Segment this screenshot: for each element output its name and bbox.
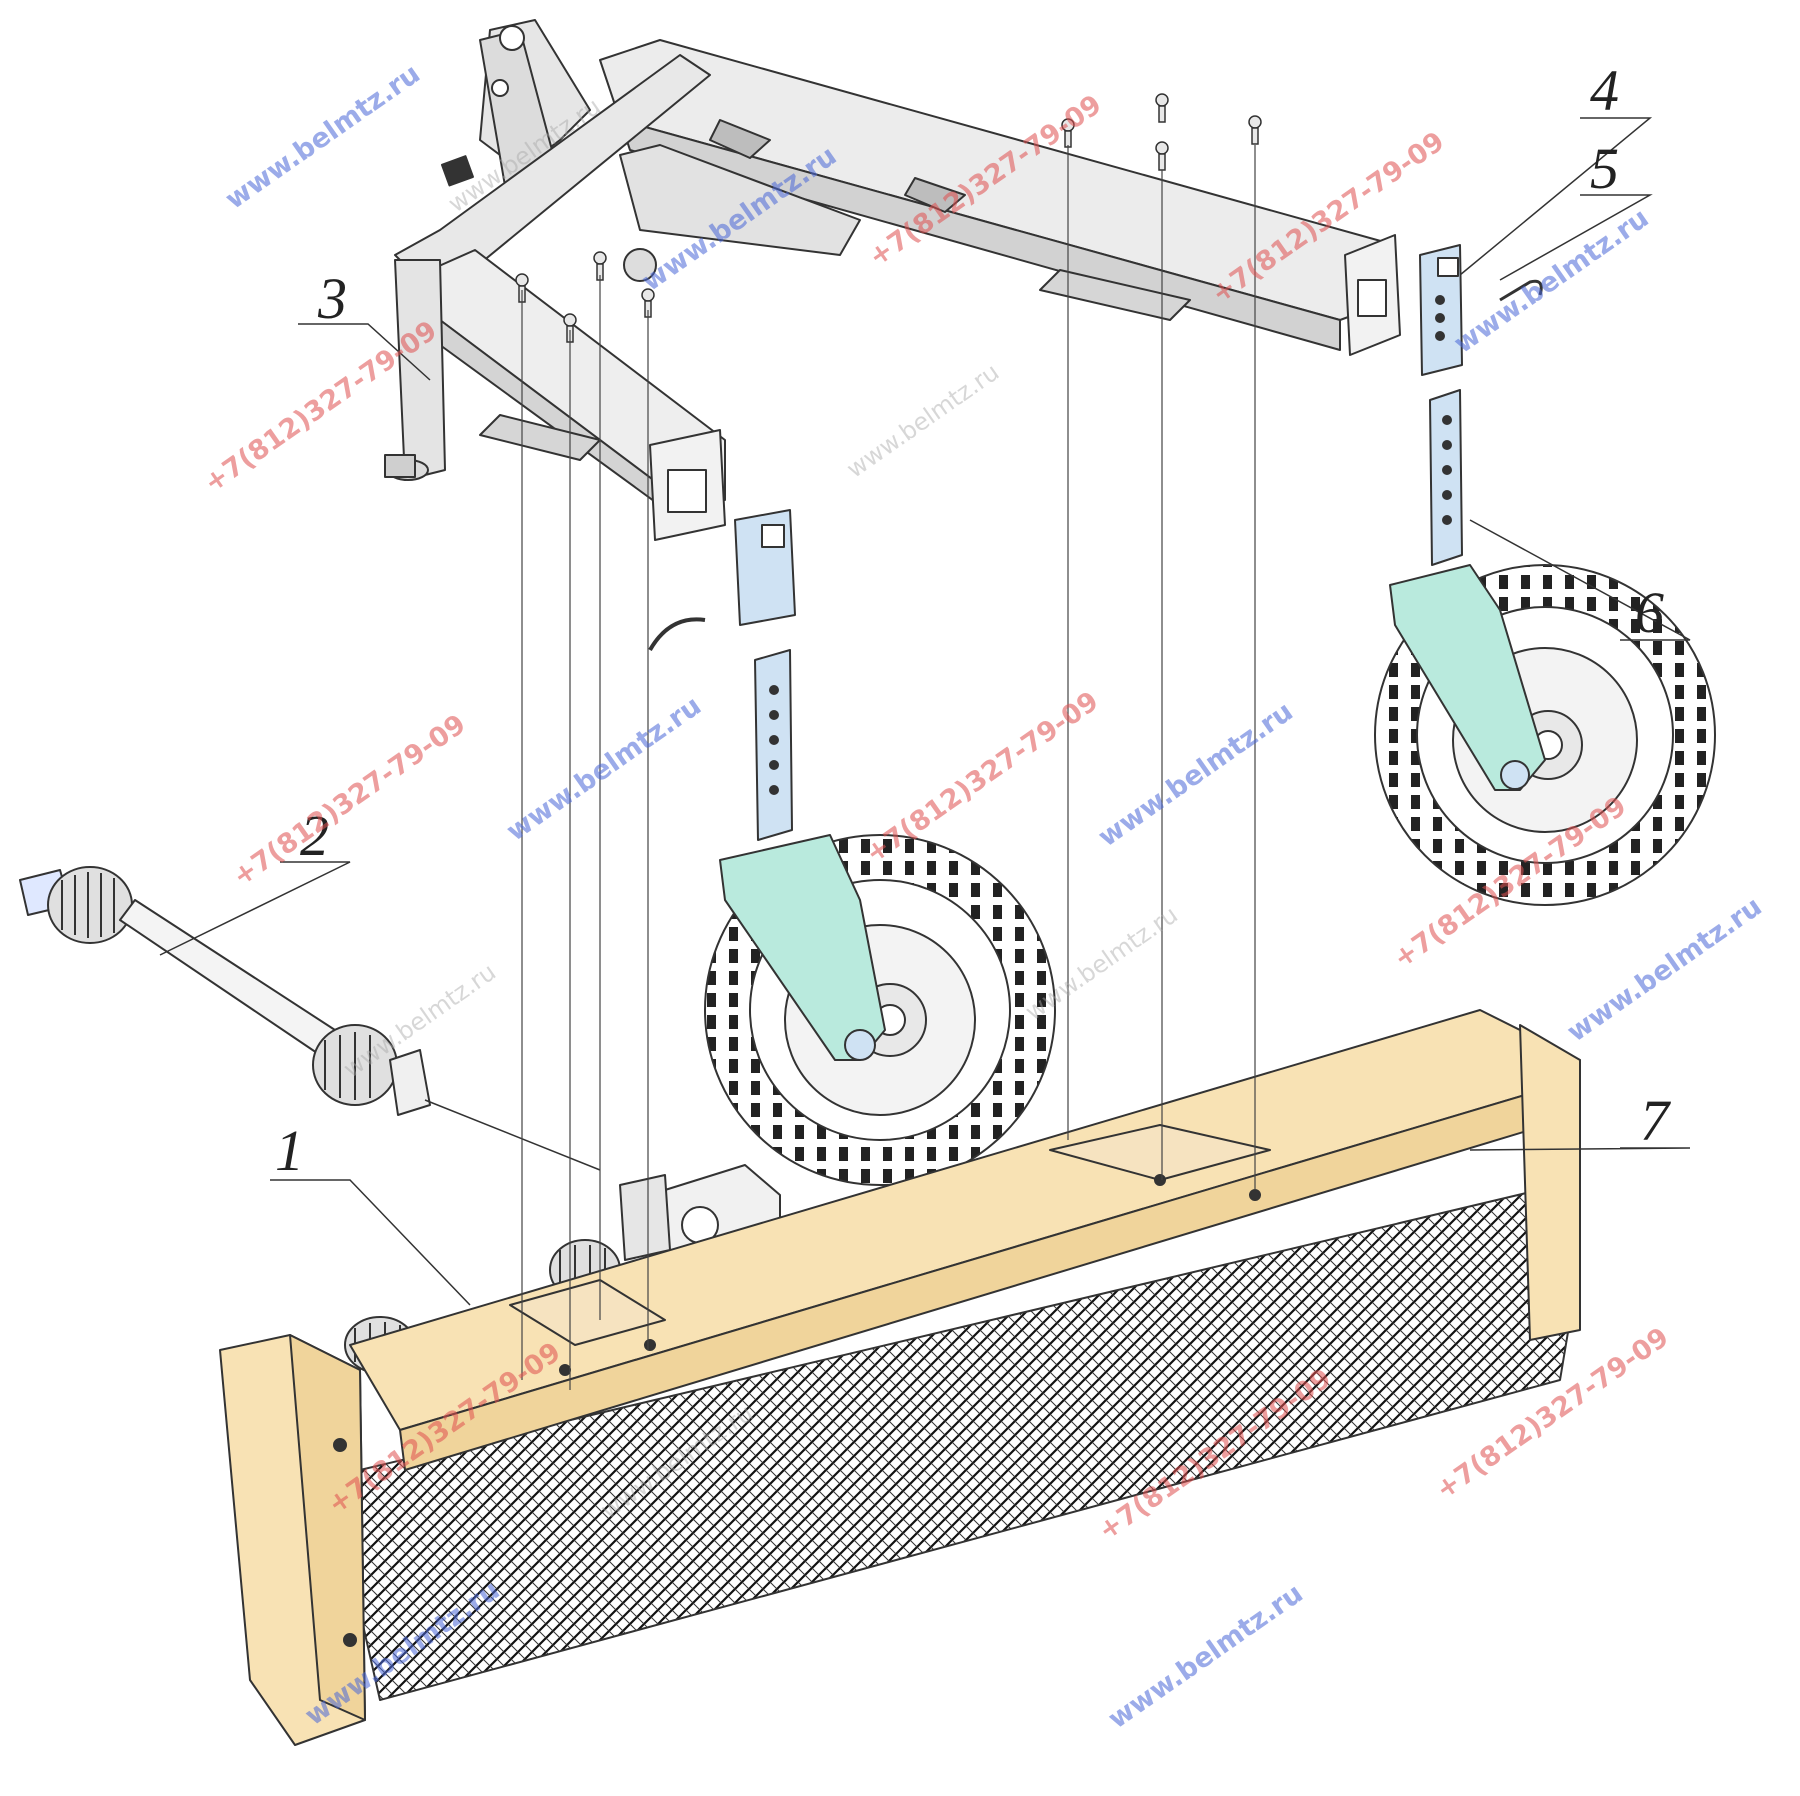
brush-housing xyxy=(219,1009,1581,1746)
watermark-site: www.belmtz.ru xyxy=(220,58,426,215)
rear-wheel-assembly xyxy=(1374,244,1716,906)
bolt xyxy=(1155,93,1169,123)
shaft-tube xyxy=(119,899,336,1056)
callouts: 1 2 3 4 5 6 7 xyxy=(275,58,1671,1183)
callout-7: 7 xyxy=(1640,1088,1671,1153)
bolt xyxy=(1248,115,1262,145)
bolt xyxy=(1155,141,1169,171)
assembly-guide-lines xyxy=(521,145,1256,1390)
bolt xyxy=(1061,118,1075,148)
callout-3: 3 xyxy=(317,266,347,331)
wheel-stem xyxy=(754,649,793,841)
wheel-mount-bracket xyxy=(1419,244,1463,376)
leader-line-7 xyxy=(1469,1147,1691,1151)
right-end-plate xyxy=(1519,1024,1581,1341)
watermark-site: www.belmtz.ru xyxy=(501,690,707,847)
leader-line-5 xyxy=(1499,194,1653,281)
assembly-line xyxy=(424,1099,601,1171)
leader-line-3 xyxy=(298,323,431,381)
callout-2: 2 xyxy=(300,803,329,868)
watermark-site: www.belmtz.ru xyxy=(842,358,1005,484)
watermark-site: www.belmtz.ru xyxy=(1093,696,1299,853)
callout-1: 1 xyxy=(275,1118,304,1183)
leader-line-4 xyxy=(1459,117,1653,276)
callout-4: 4 xyxy=(1590,58,1619,123)
leader-line-6 xyxy=(1469,519,1691,641)
leader-line-2 xyxy=(159,861,351,956)
support-wheel-fork xyxy=(1389,564,1546,791)
watermark-site: www.belmtz.ru xyxy=(1562,891,1768,1048)
leader-line-1 xyxy=(270,1179,471,1306)
front-wheel-assembly xyxy=(648,509,1056,1186)
leader-lines xyxy=(159,117,1691,1306)
main-frame xyxy=(384,19,1401,541)
callout-6: 6 xyxy=(1635,580,1664,645)
watermark-site: www.belmtz.ru xyxy=(1449,203,1655,360)
mount-plate xyxy=(1049,1124,1271,1181)
bolt xyxy=(641,288,655,318)
pto-cardan-shaft xyxy=(19,866,431,1116)
callout-5: 5 xyxy=(1590,136,1619,201)
watermark-site: www.belmtz.ru xyxy=(1103,1578,1309,1735)
retaining-pin xyxy=(1499,279,1543,302)
watermark-phone: +7(812)327-79-09 xyxy=(227,709,471,893)
wheel-stem xyxy=(1429,389,1463,566)
